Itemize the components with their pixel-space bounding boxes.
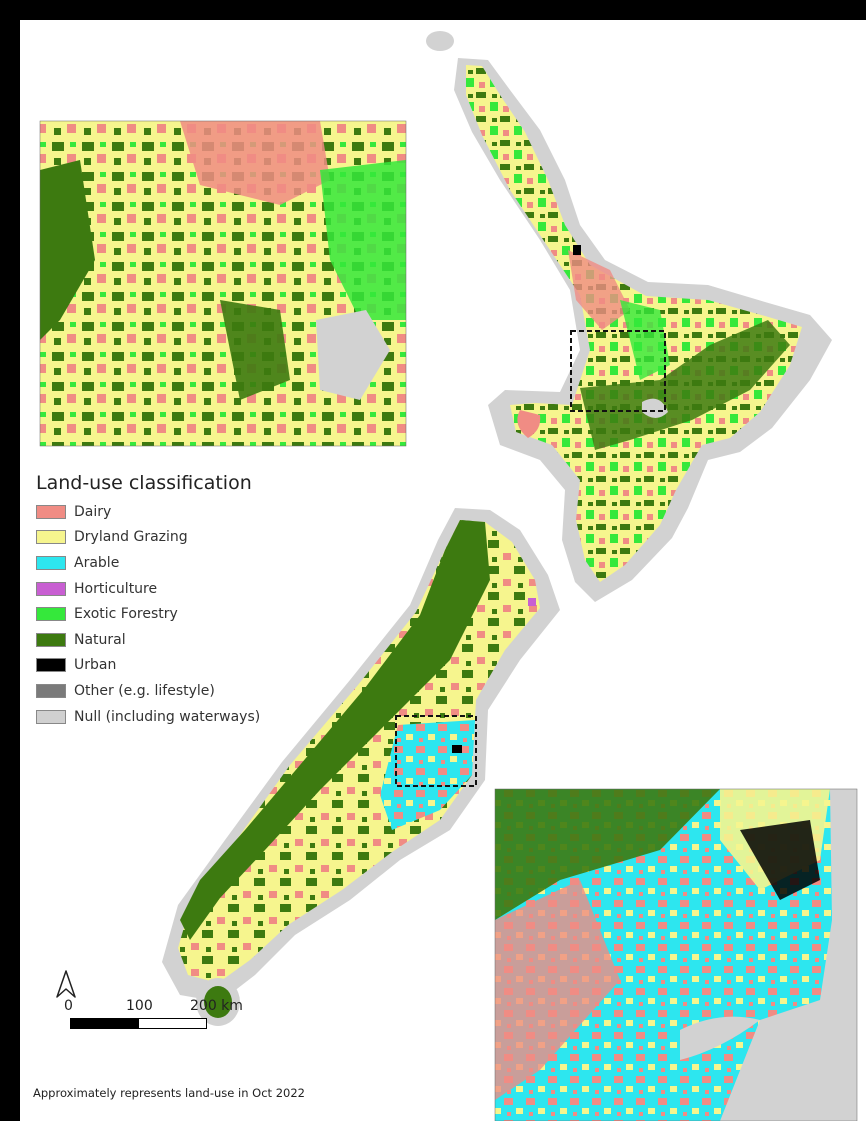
inset-canterbury-dairy [495, 880, 620, 1100]
waikato-dairy [568, 250, 630, 330]
legend-label: Dryland Grazing [74, 529, 188, 546]
legend-swatch [36, 709, 66, 724]
legend-label: Exotic Forestry [74, 606, 178, 623]
legend-label: Null (including waterways) [74, 708, 261, 725]
legend-item: Urban [36, 653, 260, 679]
map-canvas [39, 31, 858, 1121]
lake-taupo [642, 398, 668, 418]
inset-waikato-dairy [180, 121, 330, 205]
legend-label: Arable [74, 554, 120, 571]
inset-lake-ellesmere [680, 1016, 760, 1060]
three-kings-island [426, 31, 454, 51]
inset-canterbury-natural [495, 789, 720, 920]
legend-swatch [36, 658, 66, 673]
central-forestry [620, 300, 670, 380]
legend-label: Other (e.g. lifestyle) [74, 682, 215, 699]
legend-swatch [36, 555, 66, 570]
taranaki-dairy [517, 410, 541, 438]
auckland-urban [573, 245, 581, 255]
christchurch-urban [452, 745, 462, 753]
south-island [162, 508, 560, 1026]
legend-title: Land-use classification [36, 472, 252, 494]
inset-canterbury-border [494, 788, 858, 1121]
marlborough-horticulture [528, 598, 536, 606]
legend-item: Arable [36, 550, 260, 576]
legend-item: Dairy [36, 499, 260, 525]
legend-item: Exotic Forestry [36, 601, 260, 627]
legend-item: Null (including waterways) [36, 704, 260, 730]
inset-waikato-natural-center [220, 300, 290, 400]
legend-swatch [36, 504, 66, 519]
inset-waikato-natural-west [40, 160, 95, 340]
legend-label: Urban [74, 657, 117, 674]
legend-label: Horticulture [74, 580, 158, 597]
inset-christchurch-urban [740, 820, 820, 900]
scale-labels: 0 100 200 km [62, 998, 282, 1020]
legend-label: Natural [74, 631, 126, 648]
legend-item: Dryland Grazing [36, 525, 260, 551]
legend-item: Horticulture [36, 576, 260, 602]
inset-lake-taupo [316, 310, 390, 400]
inset-waikato [39, 120, 407, 447]
legend-swatch [36, 530, 66, 545]
legend-swatch [36, 581, 66, 596]
legend-item: Other (e.g. lifestyle) [36, 678, 260, 704]
inset-waikato-forestry [320, 160, 406, 320]
stewart-island [204, 986, 232, 1018]
legend-label: Dairy [74, 503, 112, 520]
scale-bar-graphic [70, 1018, 207, 1029]
waikato-extent-box [570, 330, 666, 412]
canterbury-extent-box [395, 715, 477, 787]
legend-swatch [36, 683, 66, 698]
canterbury-arable [380, 720, 475, 830]
central-natural-band [580, 320, 790, 450]
southern-alps-natural [180, 520, 490, 940]
scale-label-200: 200 km [190, 998, 243, 1014]
inset-canterbury [494, 788, 858, 1121]
scale-label-0: 0 [64, 998, 73, 1014]
caption: Approximately represents land-use in Oct… [33, 1086, 305, 1100]
north-arrow-icon [56, 970, 76, 1002]
legend-swatch [36, 632, 66, 647]
inset-canterbury-sea [720, 789, 857, 1121]
inset-waikato-border [39, 120, 407, 447]
legend-swatch [36, 607, 66, 622]
scale-label-100: 100 [126, 998, 153, 1014]
legend-item: Natural [36, 627, 260, 653]
